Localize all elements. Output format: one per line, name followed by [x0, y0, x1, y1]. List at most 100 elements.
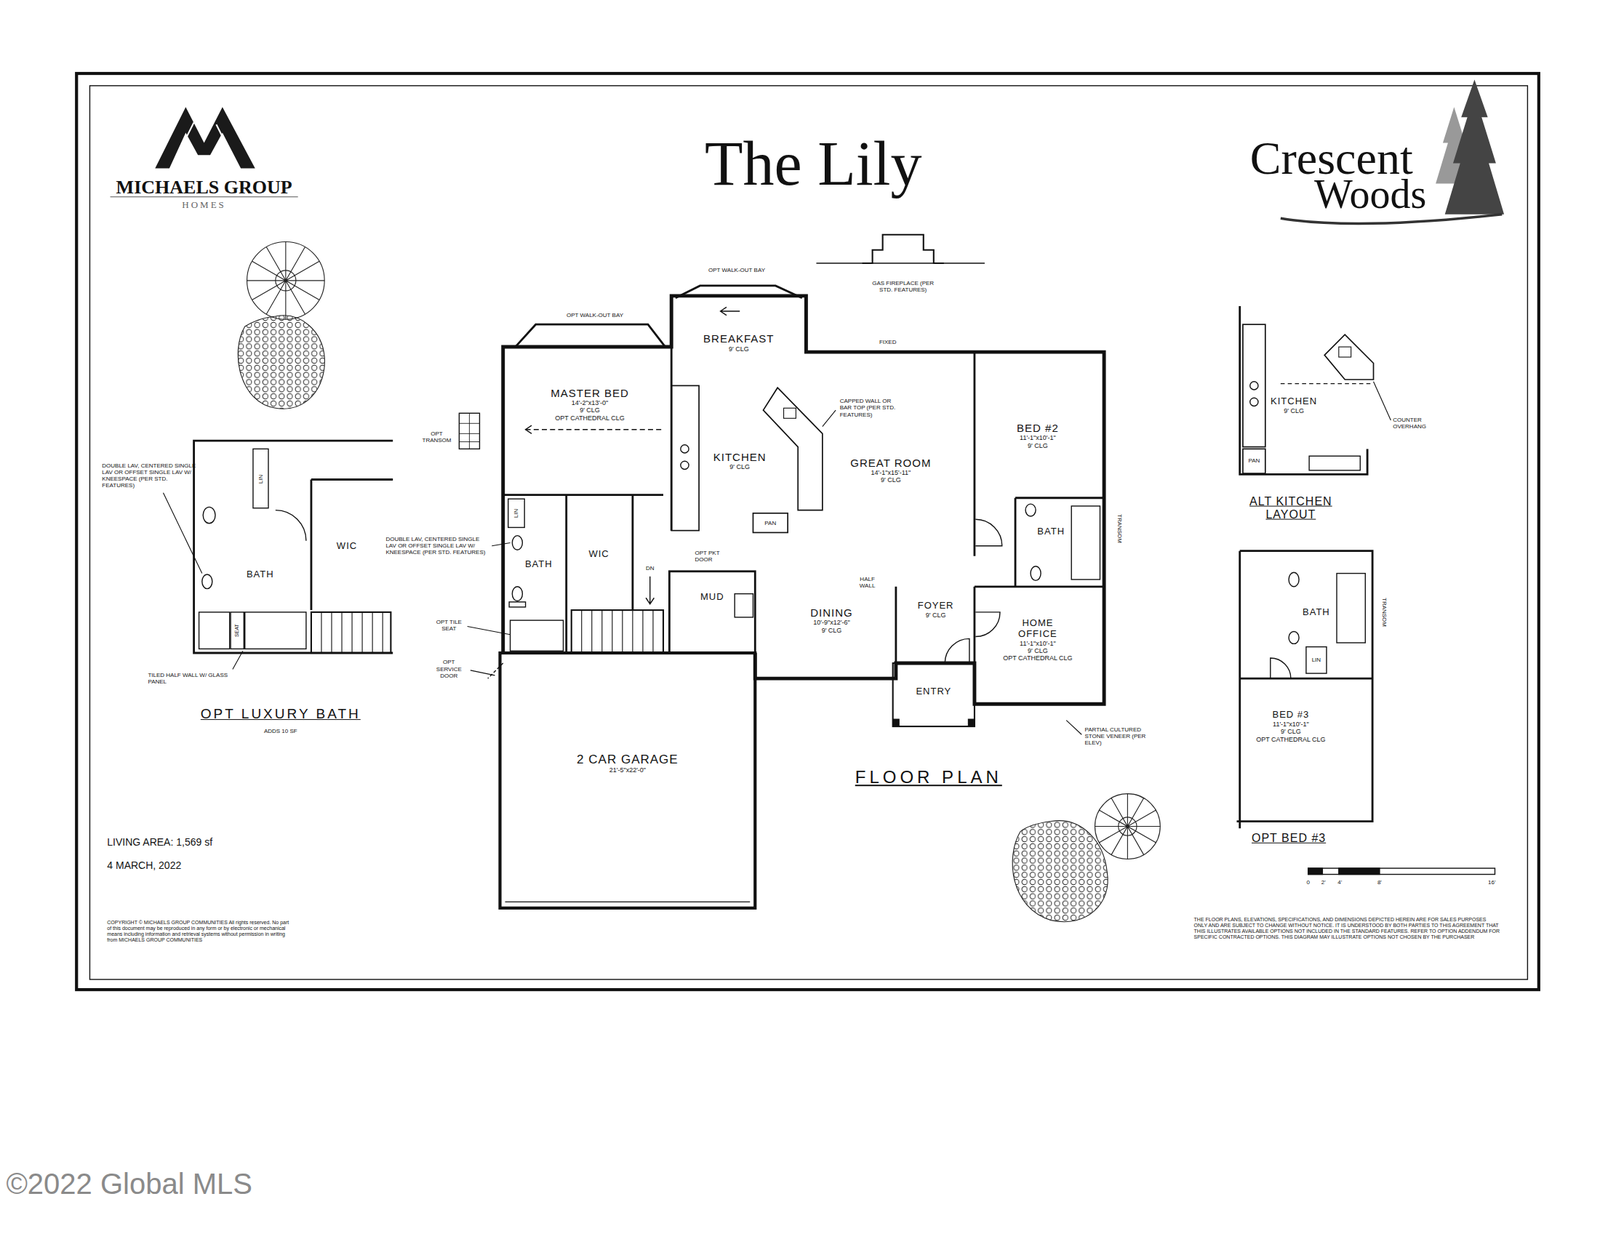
alt-kitchen-inset-part: [1242, 448, 1266, 474]
plan-note: HALF WALL: [855, 576, 880, 590]
room-name: BATH: [1302, 606, 1331, 618]
room-dimension: 9' CLG: [713, 464, 767, 472]
plan-note: ©2022 Global MLS: [5, 1167, 253, 1201]
room-dimension: 9' CLG: [1256, 728, 1326, 736]
luxury-bath-inset-part: [253, 448, 269, 508]
plan-note: TRANSOM: [1380, 597, 1387, 627]
plan-note: LIN: [512, 508, 520, 518]
plan-note: 4 MARCH, 2022: [106, 859, 182, 872]
room-dimension: 9' CLG: [1270, 408, 1318, 416]
opt-bedroom-inset-part: [1237, 551, 1374, 830]
room-name: MUD: [700, 591, 725, 603]
landscape-tree-part: [247, 242, 326, 320]
alt-kitchen-inset-part: [1338, 346, 1352, 358]
room-dimension: 9' CLG: [1002, 646, 1072, 654]
opt-bedroom-inset-part: [1306, 647, 1327, 674]
builder-logo-part: [216, 124, 231, 153]
plan-note: SEAT: [233, 624, 240, 638]
plan-note: PAN: [1248, 458, 1260, 465]
room-name: 2 CAR GARAGE: [576, 752, 679, 768]
room-name: KITCHEN: [713, 450, 767, 464]
plan-note: OPT WALK-OUT BAY: [566, 312, 624, 319]
main-floor-plan-part: [975, 519, 1002, 546]
room-label: MASTER BED14'-2"x13'-0"9' CLGOPT CATHEDR…: [549, 385, 631, 422]
main-floor-plan-part: [784, 408, 797, 419]
plan-note: PAN: [764, 520, 776, 527]
main-floor-plan-part: [1071, 506, 1100, 580]
main-floor-plan-part: [893, 663, 975, 727]
room-dimension: 9' CLG: [917, 611, 955, 619]
plan-title: The Lily: [704, 127, 923, 200]
plan-note: 0: [1306, 879, 1310, 886]
plan-note: ALT KITCHEN LAYOUT: [1233, 494, 1348, 522]
main-floor-plan-part: [503, 346, 1104, 704]
scale-bar-part: [1308, 868, 1323, 875]
luxury-bath-inset-part: [275, 510, 307, 542]
room-dimension: 21'-5"x22'-0": [576, 766, 679, 774]
room-name: BATH: [1037, 526, 1065, 538]
luxury-bath-inset-part: [202, 574, 213, 590]
room-name: BATH: [525, 558, 553, 570]
plan-note: PARTIAL CULTURED STONE VENEER (PER ELEV): [1085, 726, 1162, 747]
landscape-tree-part: [1094, 794, 1160, 860]
main-floor-plan-part: [525, 429, 664, 430]
luxury-bath-inset-part: [162, 493, 243, 670]
plan-note: TILED HALF WALL W/ GLASS PANEL: [147, 672, 232, 686]
main-floor-plan-part: [525, 425, 532, 434]
plan-note: OPT TRANSOM: [421, 429, 453, 443]
room-name: BREAKFAST: [703, 333, 774, 346]
opt-bedroom-inset-part: [1336, 573, 1366, 643]
room-dimension: 11'-1"x10'-1": [1016, 434, 1059, 442]
alt-kitchen-inset-part: [1250, 381, 1259, 390]
plan-note: FIXED: [879, 339, 897, 347]
main-floor-plan-part: [508, 498, 525, 528]
luxury-bath-inset-part: [194, 440, 394, 654]
luxury-bath-inset-part: [199, 612, 230, 650]
main-floor-plan-part: [752, 513, 788, 534]
builder-logo-part: [178, 122, 195, 153]
plan-note: DN: [645, 565, 655, 572]
plan-note: DOUBLE LAV, CENTERED SINGLE LAV OR OFFSE…: [101, 461, 199, 489]
alt-kitchen-inset-part: [1242, 324, 1266, 447]
landscape-tree: [237, 242, 1160, 923]
plan-note: OPT PKT DOOR: [695, 549, 722, 563]
sheet-frame-part: [76, 73, 1539, 990]
main-floor-plan-part: [458, 413, 480, 449]
luxury-bath-inset: [162, 440, 393, 670]
plan-note: LIN: [1312, 656, 1321, 664]
main-floor-plan-part: [675, 285, 803, 299]
room-name: KITCHEN: [1270, 397, 1318, 408]
main-floor-plan-part: [893, 719, 899, 727]
landscape-tree-part: [1012, 821, 1108, 923]
luxury-bath-inset-part: [321, 612, 383, 654]
main-floor-plan-part: [581, 610, 654, 654]
sheet-frame-part: [89, 85, 1528, 980]
landscape-tree-part: [237, 315, 325, 409]
plan-note: THE FLOOR PLANS, ELEVATIONS, SPECIFICATI…: [1194, 917, 1501, 941]
room-dimension: 9' CLG: [810, 626, 854, 635]
main-floor-plan-part: [816, 262, 985, 264]
plan-note: LIN: [258, 474, 265, 484]
plan-note: Woods: [1314, 170, 1427, 217]
room-dimension: 9' CLG: [550, 406, 630, 414]
plan-note: OPT TILE SEAT: [433, 618, 464, 632]
main-floor-plan-part: [1025, 504, 1036, 517]
main-floor-plan-part: [669, 571, 755, 654]
plan-note: DOUBLE LAV, CENTERED SINGLE LAV OR OFFSE…: [385, 536, 490, 557]
main-floor-plan-part: [762, 387, 822, 510]
room-label: BREAKFAST9' CLG: [701, 332, 776, 355]
main-floor-plan-part: [680, 445, 689, 454]
room-name: BED #3: [1256, 709, 1326, 721]
main-floor-plan-part: [645, 576, 654, 605]
main-floor-plan-part: [512, 586, 523, 602]
room-name: GREAT ROOM: [850, 456, 931, 470]
room-dimension: OPT CATHEDRAL CLG: [550, 413, 630, 422]
plan-note: 2': [1321, 879, 1326, 886]
main-floor-plan-part: [505, 901, 751, 903]
main-floor-plan-part: [467, 410, 1083, 735]
alt-kitchen-inset-part: [1309, 456, 1360, 471]
main-floor-plan-part: [680, 461, 689, 470]
landscape-tree-part: [247, 242, 326, 320]
room-dimension: 10'-9"x12'-6": [810, 618, 854, 627]
